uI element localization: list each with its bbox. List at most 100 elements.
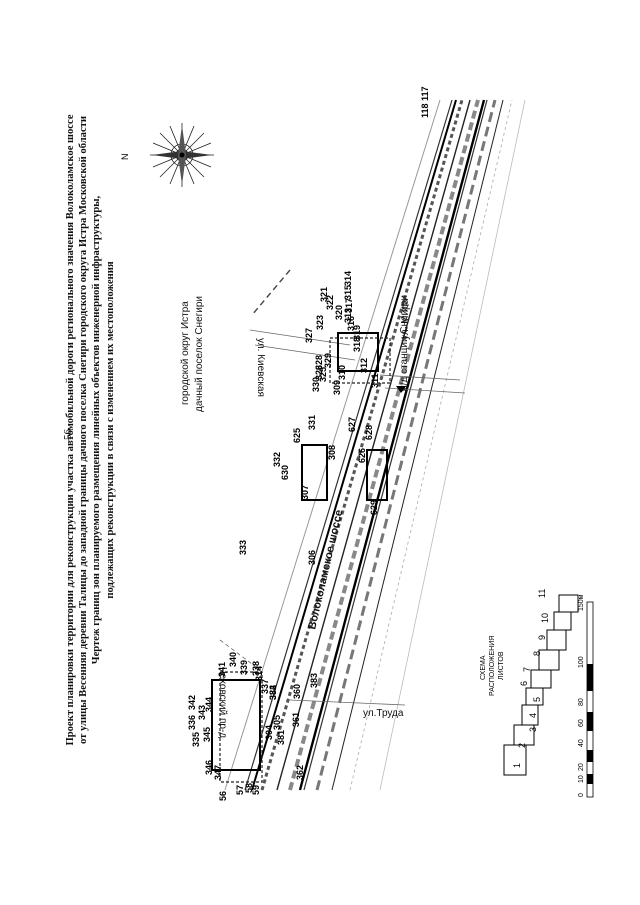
point-label: 332 xyxy=(272,452,282,467)
point-label: 339 xyxy=(239,660,249,675)
scheme-caption: СХЕМА xyxy=(480,655,487,680)
point-label: 305 xyxy=(272,715,282,730)
point-label: 629 xyxy=(369,500,379,515)
point-label: 360 xyxy=(292,684,302,699)
sheet-number: 3 xyxy=(528,727,538,732)
point-label: 117 xyxy=(420,86,430,101)
sheet-number: 7 xyxy=(522,667,532,672)
point-label: 311 xyxy=(370,373,380,388)
sheet-number: 8 xyxy=(532,651,542,656)
point-label: 327 xyxy=(304,328,314,343)
point-label: 318 xyxy=(352,337,362,352)
point-labels: 1181173263273283233223213203153143133173… xyxy=(187,86,430,801)
street-label-chekhovsky: Чеховский пр-д xyxy=(217,667,228,738)
point-label: 340 xyxy=(228,652,238,667)
sheet-frame xyxy=(538,649,560,671)
point-label: 331 xyxy=(307,415,317,430)
sheet-number: 6 xyxy=(519,681,529,686)
sheet-number: 2 xyxy=(517,743,527,748)
point-label: 330 xyxy=(311,377,321,392)
point-label: 381 xyxy=(276,730,286,745)
scale-tick-label: 20 xyxy=(578,763,585,771)
point-label: 627 xyxy=(347,417,357,432)
point-label: 319 xyxy=(352,325,362,340)
scale-tick-label: 0 xyxy=(578,793,585,797)
scale-tick-label: 10 xyxy=(578,775,585,783)
point-label: 306 xyxy=(307,550,317,565)
scale-tick-label: 100 xyxy=(578,656,585,668)
district-labels: городской округ Истра дачный поселок Сне… xyxy=(180,296,205,412)
side-streets xyxy=(219,269,466,706)
point-label: 328 xyxy=(314,355,324,370)
point-label: 341 xyxy=(217,662,227,677)
scale-bar: 0 10 20 40 60 80 100 150м xyxy=(578,594,594,798)
district-name: городской округ Истра xyxy=(180,301,191,405)
sheet-number: 1 xyxy=(512,763,522,768)
point-label: 308 xyxy=(327,445,337,460)
sheet-frame xyxy=(553,611,572,631)
point-label: 382 xyxy=(268,685,278,700)
point-label: 317 xyxy=(344,298,354,313)
point-label: 343 xyxy=(197,705,207,720)
sheet-number: 4 xyxy=(528,713,538,718)
point-label: 326 xyxy=(314,365,324,380)
reconstruction-zones xyxy=(211,332,388,771)
point-label: 323 xyxy=(315,315,325,330)
scale-tick-label: 40 xyxy=(578,739,585,747)
point-label: 314 xyxy=(343,271,353,286)
point-label: 304 xyxy=(264,725,274,740)
scale-tick-label: 150м xyxy=(578,594,585,611)
point-label: 362 xyxy=(295,765,305,780)
point-label: 347 xyxy=(213,765,223,780)
highway-corridor xyxy=(224,99,526,791)
point-label: 312 xyxy=(359,358,369,373)
point-label: 316 xyxy=(346,316,356,331)
point-label: 337 xyxy=(260,679,270,694)
point-label: 342 xyxy=(187,695,197,710)
direction-arrow-icon xyxy=(396,386,406,393)
point-label: 338 xyxy=(251,661,261,676)
sheet-frame xyxy=(546,629,567,651)
point-label: 57 xyxy=(235,785,245,795)
point-label: 321 xyxy=(319,287,329,302)
point-label: 628 xyxy=(364,425,374,440)
compass-north-label: N xyxy=(120,154,130,161)
street-label-kievskaya: ул. Киевская xyxy=(255,338,266,397)
point-label: 336 xyxy=(187,715,197,730)
street-label-mira: ул. Мира xyxy=(400,298,411,340)
point-label: 56 xyxy=(218,791,228,801)
point-label: 310 xyxy=(337,365,347,380)
point-label: 333 xyxy=(238,540,248,555)
settlement-name: дачный поселок Снегири xyxy=(194,296,205,412)
point-label: 625 xyxy=(292,428,302,443)
scale-tick-label: 80 xyxy=(578,698,585,706)
sheet-number: 10 xyxy=(540,613,550,623)
sheet-frame xyxy=(530,669,552,689)
point-label: 630 xyxy=(280,465,290,480)
scheme-caption: ЛИСТОВ xyxy=(498,651,505,680)
point-label: 315 xyxy=(343,285,353,300)
point-label: 335 xyxy=(191,732,201,747)
point-label: 334 xyxy=(268,685,278,700)
point-label: 322 xyxy=(325,295,335,310)
point-label: 626 xyxy=(357,448,367,463)
sheet-number: 11 xyxy=(537,589,547,598)
point-label: 118 xyxy=(420,103,430,118)
street-label-truda: ул.Труда xyxy=(363,708,404,719)
street-label-station: ж/д станции Снегири xyxy=(399,295,410,392)
point-label: 383 xyxy=(309,673,319,688)
scale-tick-label: 60 xyxy=(578,719,585,727)
point-label: 309 xyxy=(332,380,342,395)
sheet-number: 5 xyxy=(532,697,542,702)
point-label: 320 xyxy=(334,305,344,320)
compass-rose-icon xyxy=(150,123,214,187)
scheme-caption: РАСПОЛОЖЕНИЯ xyxy=(489,636,496,696)
point-label: 361 xyxy=(291,712,301,727)
point-label: 314 xyxy=(254,666,264,681)
sheet-frame xyxy=(503,744,527,776)
point-label: 344 xyxy=(204,697,214,712)
point-label: 58 xyxy=(244,783,254,793)
